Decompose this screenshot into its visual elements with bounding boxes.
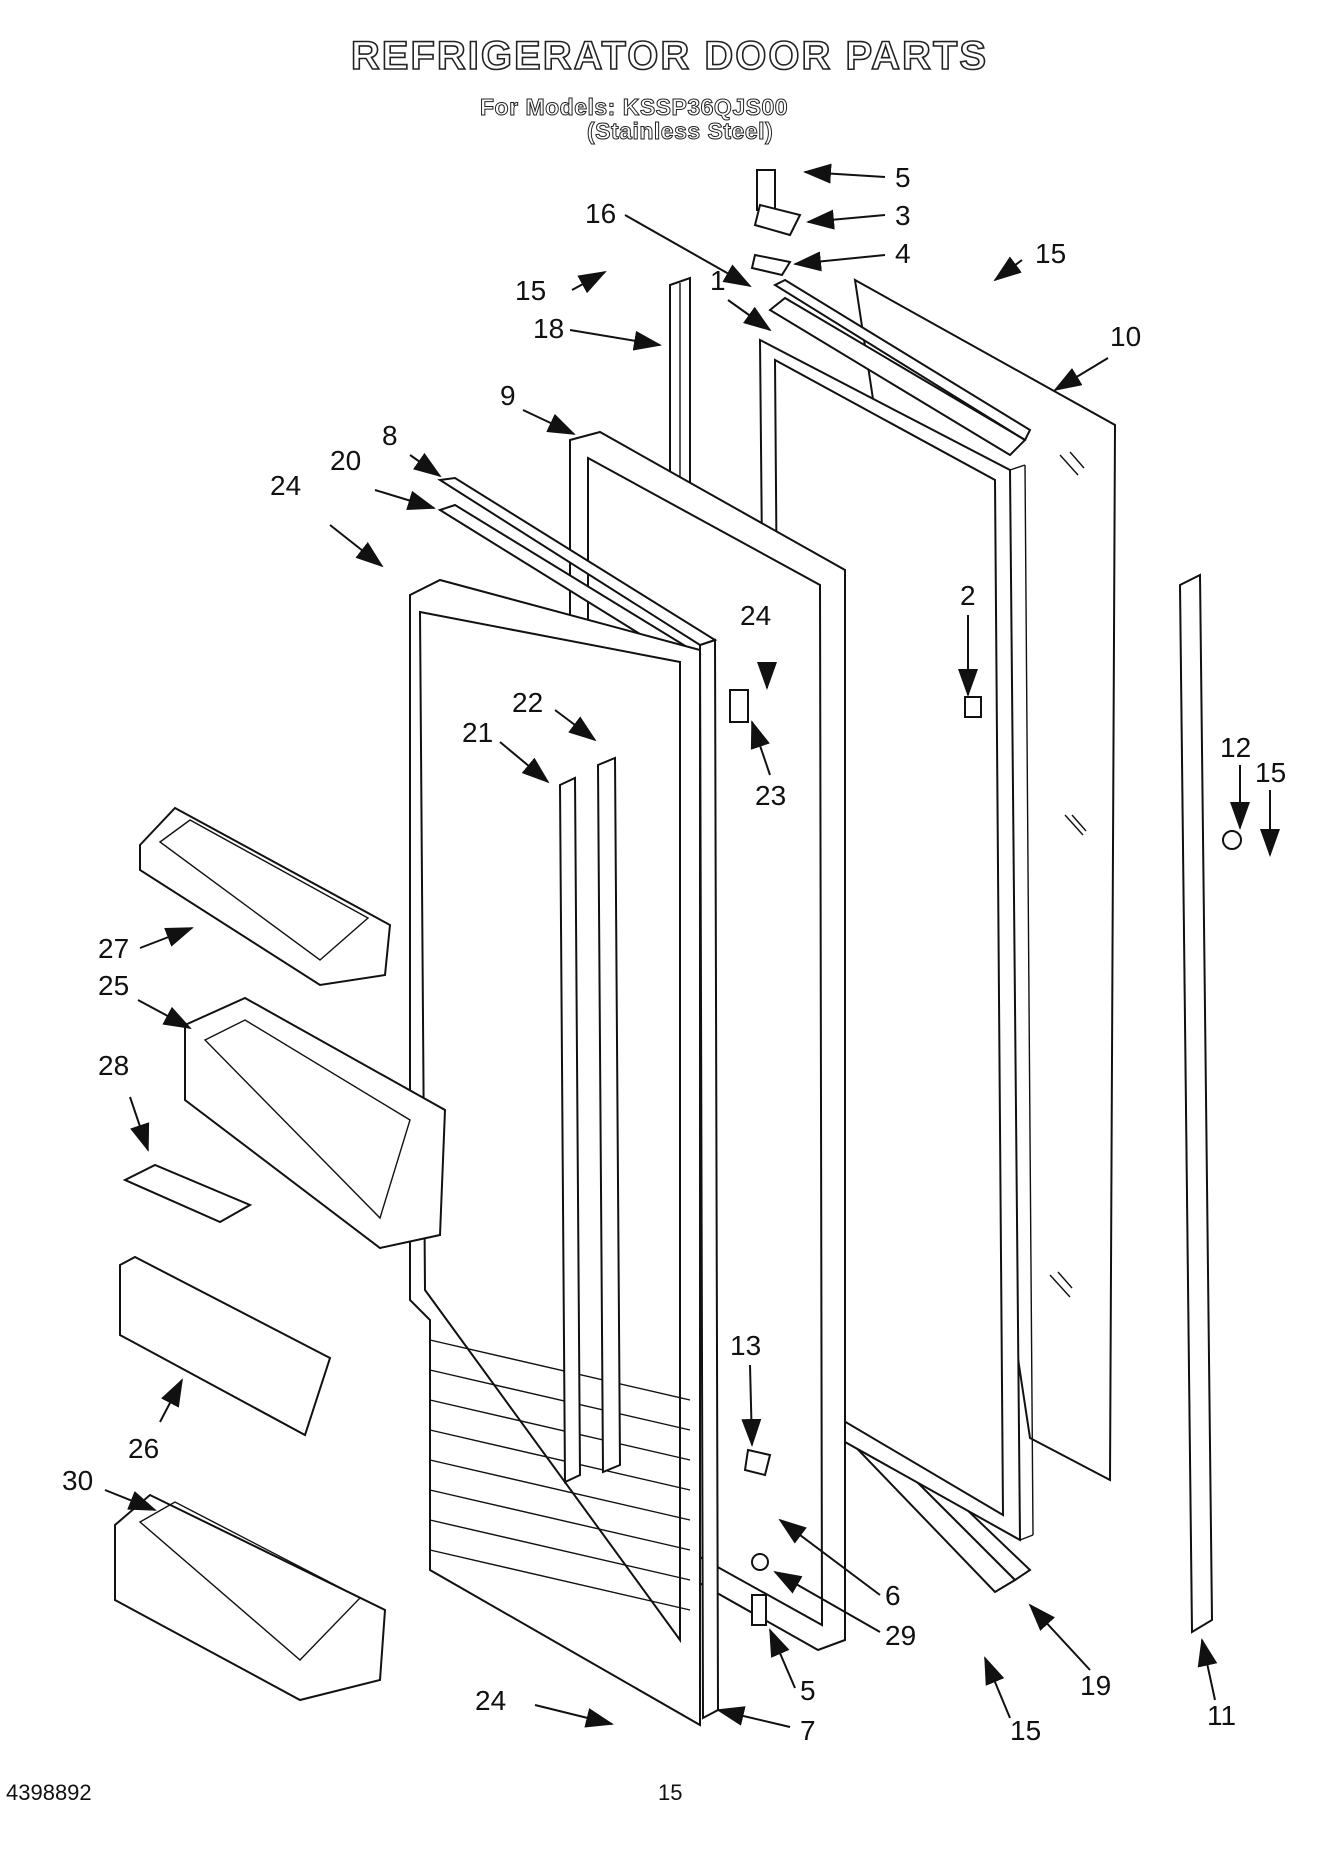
callout-9: 9 [500, 380, 516, 411]
callout-19: 19 [1080, 1670, 1111, 1701]
callout-28: 28 [98, 1050, 129, 1081]
callout-20: 20 [330, 445, 361, 476]
door-bin-lower [114, 1493, 387, 1702]
callout-25: 25 [98, 970, 129, 1001]
callout-27: 27 [98, 933, 129, 964]
page-number: 15 [658, 1780, 683, 1805]
callout-15-bottom: 15 [1010, 1715, 1041, 1746]
callout-15-right: 15 [1255, 757, 1286, 788]
callout-1: 1 [710, 265, 726, 296]
diagram-title: REFRIGERATOR DOOR PARTS [350, 33, 989, 79]
callout-8: 8 [382, 420, 398, 451]
callout-29: 29 [885, 1620, 916, 1651]
top-door-channel [768, 278, 1032, 457]
callout-16: 16 [585, 198, 616, 229]
callout-24-bottom: 24 [475, 1685, 506, 1716]
callout-12: 12 [1220, 732, 1251, 763]
door-side-strip [1178, 573, 1214, 1634]
door-liner [409, 578, 701, 1727]
callout-18: 18 [533, 313, 564, 344]
callout-30: 30 [62, 1465, 93, 1496]
callout-11: 11 [1207, 1700, 1236, 1731]
callout-13: 13 [730, 1330, 761, 1361]
liner-side-strip [698, 638, 720, 1720]
callout-5-top: 5 [895, 162, 911, 193]
callout-6: 6 [885, 1580, 901, 1611]
callout-26: 26 [128, 1433, 159, 1464]
top-breaker-trim [437, 476, 718, 667]
model-number: For Models: KSSP36QJS00 [479, 94, 789, 121]
liner-vertical-strips [558, 756, 622, 1484]
door-bin-upper [139, 806, 392, 987]
callout-15-top-left: 15 [515, 275, 546, 306]
callout-22: 22 [512, 687, 543, 718]
callout-7: 7 [800, 1715, 816, 1746]
callout-labels: 5 3 4 16 15 15 18 1 10 9 8 20 24 24 2 22… [62, 162, 1286, 1746]
callout-10: 10 [1110, 321, 1141, 352]
door-rail [119, 1255, 332, 1437]
callout-15-top-right: 15 [1035, 238, 1066, 269]
callout-3: 3 [895, 200, 911, 231]
callout-24-middle: 24 [740, 600, 771, 631]
callout-24-upper: 24 [270, 470, 301, 501]
hardware [729, 169, 1242, 1626]
small-tray [122, 1163, 253, 1224]
callout-4: 4 [895, 238, 911, 269]
dispenser-bin [184, 996, 447, 1250]
callout-21: 21 [462, 717, 493, 748]
callout-2: 2 [960, 580, 976, 611]
leader-lines [104, 163, 1280, 1728]
callout-5-bottom: 5 [800, 1675, 816, 1706]
finish-note: (Stainless Steel) [586, 118, 774, 145]
callout-23: 23 [755, 780, 786, 811]
document-number: 4398892 [6, 1780, 92, 1805]
